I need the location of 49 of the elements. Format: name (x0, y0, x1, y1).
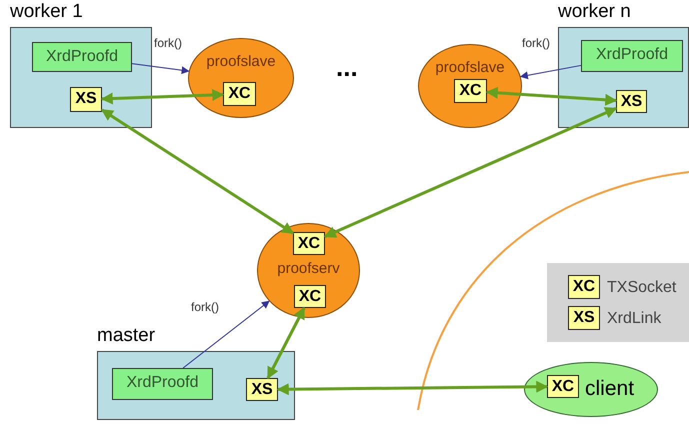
socket-label: XS (74, 90, 98, 108)
socket-label: XS (250, 381, 274, 399)
daemon-box (32, 42, 132, 72)
socket-label: XS (572, 309, 596, 327)
daemon-box (112, 368, 213, 400)
node-label: client (585, 377, 634, 401)
legend-panel (547, 263, 689, 342)
edge-label: fork() (190, 300, 220, 314)
socket-box (70, 87, 102, 112)
socket-label: XC (298, 288, 322, 306)
connector-arrow (182, 300, 270, 368)
socket-box (568, 275, 600, 299)
legend-text: TXSocket (607, 279, 676, 297)
socket-box (568, 306, 600, 330)
host-heading: master (97, 325, 156, 347)
node-label: XrdProofd (594, 46, 670, 64)
socket-box (293, 232, 325, 255)
socket-box (246, 378, 278, 401)
socket-label: XC (296, 235, 322, 253)
socket-label: XC (550, 378, 576, 396)
socket-box (294, 285, 326, 308)
socket-box (223, 82, 256, 106)
node-label: proofslave (434, 59, 506, 76)
edge-label: fork() (153, 36, 183, 50)
connector-arrow (132, 63, 190, 74)
connector-arrow (100, 88, 224, 105)
socket-label: XC (458, 82, 483, 100)
edge-label: fork() (521, 36, 551, 50)
node-label: XrdProofd (125, 374, 200, 392)
ellipsis-text: ... (336, 52, 358, 83)
connector-arrow (266, 306, 306, 380)
socket-label: XC (572, 278, 596, 296)
connector-arrow (324, 106, 618, 238)
host-heading: worker 1 (10, 1, 83, 23)
socket-label: XC (227, 85, 252, 103)
connector-arrow (520, 64, 582, 80)
host-heading: worker n (558, 1, 631, 23)
node-label: proofslave (205, 53, 277, 70)
legend-text: XrdLink (607, 310, 662, 328)
socket-label: XS (620, 93, 644, 111)
socket-box (547, 375, 579, 398)
connector-arrow (276, 380, 548, 396)
connector-arrow (101, 108, 294, 234)
node-label: proofserv (276, 260, 341, 277)
node-label: XrdProofd (44, 48, 120, 66)
daemon-box (581, 40, 683, 72)
socket-box (454, 79, 487, 103)
socket-box (616, 90, 647, 113)
connector-arrow (486, 86, 618, 106)
